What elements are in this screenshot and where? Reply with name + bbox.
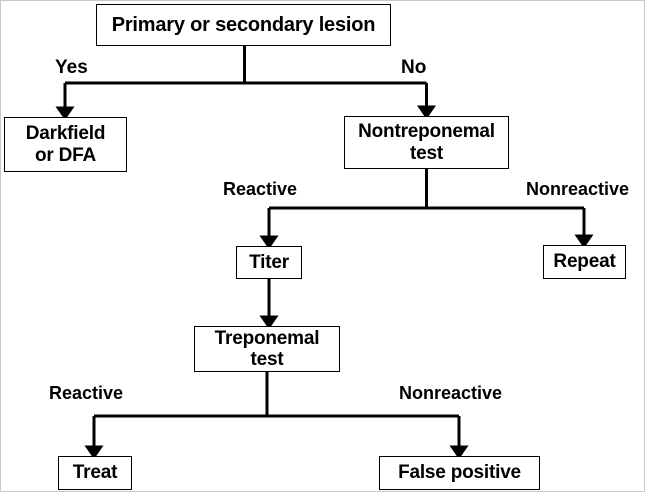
node-treat[interactable]: Treat: [58, 456, 132, 490]
edge-label-nonreactive-treponemal: Nonreactive: [399, 383, 503, 403]
edge-label-reactive-treponemal: Reactive: [49, 383, 124, 403]
node-repeat[interactable]: Repeat: [543, 245, 626, 279]
node-primary-or-secondary-lesion[interactable]: Primary or secondary lesion: [96, 4, 391, 46]
node-titer[interactable]: Titer: [236, 246, 302, 279]
edge-label-nonreactive-nontreponemal: Nonreactive: [526, 179, 630, 199]
edge-label-no: No: [401, 57, 427, 78]
edge-label-yes: Yes: [55, 57, 88, 78]
edge-label-reactive-nontreponemal: Reactive: [223, 179, 298, 199]
node-false-positive[interactable]: False positive: [379, 456, 540, 490]
